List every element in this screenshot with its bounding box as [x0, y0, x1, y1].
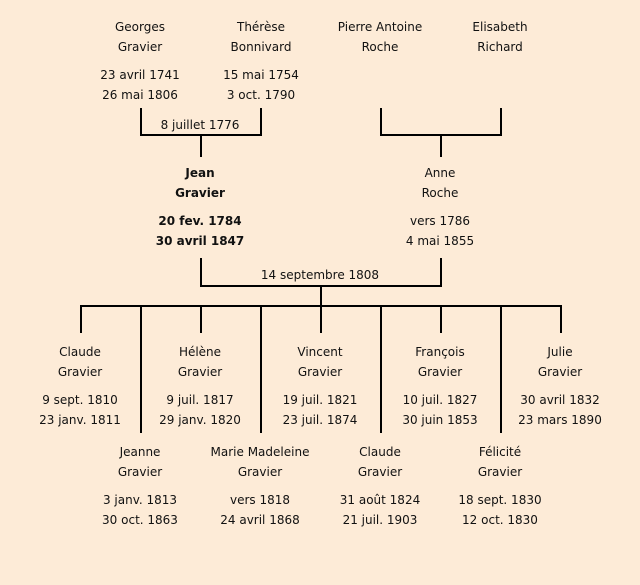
birth-date: 15 mai 1754	[223, 68, 299, 82]
person-vincent-gravier[interactable]: Vincent Gravier 19 juil. 1821 23 juil. 1…	[255, 342, 385, 430]
connector-line	[140, 108, 142, 136]
last-name: Gravier	[117, 40, 163, 54]
connector-line	[560, 305, 562, 333]
connector-line	[200, 258, 202, 287]
person-julie-gravier[interactable]: Julie Gravier 30 avril 1832 23 mars 1890	[495, 342, 625, 430]
connector-line	[80, 305, 82, 333]
death-date: 29 janv. 1820	[159, 413, 241, 427]
death-date: 23 juil. 1874	[282, 413, 358, 427]
marriage-date-parents: 14 septembre 1808	[260, 268, 380, 282]
person-claude-gravier-1810[interactable]: Claude Gravier 9 sept. 1810 23 janv. 181…	[15, 342, 145, 430]
last-name: Gravier	[417, 365, 463, 379]
connector-line	[140, 305, 142, 433]
first-name: Marie Madeleine	[210, 445, 310, 459]
last-name: Gravier	[237, 465, 283, 479]
death-date: 30 avril 1847	[155, 234, 245, 248]
death-date: 24 avril 1868	[220, 513, 300, 527]
first-name: Thérèse	[236, 20, 285, 34]
last-name: Gravier	[177, 365, 223, 379]
person-claude-gravier-1824[interactable]: Claude Gravier 31 août 1824 21 juil. 190…	[315, 442, 445, 530]
connector-line	[320, 285, 322, 307]
death-date: 12 oct. 1830	[462, 513, 538, 527]
person-francois-gravier[interactable]: François Gravier 10 juil. 1827 30 juin 1…	[375, 342, 505, 430]
first-name: Félicité	[478, 445, 522, 459]
marriage-date-paternal: 8 juillet 1776	[160, 118, 240, 132]
first-name: Elisabeth	[472, 20, 528, 34]
death-date: 23 mars 1890	[518, 413, 602, 427]
person-jean-gravier[interactable]: Jean Gravier 20 fev. 1784 30 avril 1847	[135, 163, 265, 251]
connector-line	[500, 108, 502, 136]
birth-date: 23 avril 1741	[100, 68, 180, 82]
person-elisabeth-richard[interactable]: Elisabeth Richard	[435, 17, 565, 57]
person-pierre-antoine-roche[interactable]: Pierre Antoine Roche	[315, 17, 445, 57]
last-name: Gravier	[537, 365, 583, 379]
connector-line	[380, 305, 382, 433]
person-marie-madeleine-gravier[interactable]: Marie Madeleine Gravier vers 1818 24 avr…	[195, 442, 325, 530]
last-name: Gravier	[117, 465, 163, 479]
first-name: Claude	[359, 445, 401, 459]
last-name: Bonnivard	[230, 40, 292, 54]
birth-date: 9 juil. 1817	[166, 393, 234, 407]
birth-date: 30 avril 1832	[520, 393, 600, 407]
last-name: Gravier	[175, 186, 225, 200]
death-date: 23 janv. 1811	[39, 413, 121, 427]
connector-line	[380, 108, 382, 136]
connector-line	[200, 134, 202, 157]
birth-date: 3 janv. 1813	[102, 493, 178, 507]
death-date: 30 oct. 1863	[102, 513, 178, 527]
first-name: Pierre Antoine	[337, 20, 423, 34]
birth-date: 18 sept. 1830	[458, 493, 542, 507]
person-anne-roche[interactable]: Anne Roche vers 1786 4 mai 1855	[375, 163, 505, 251]
last-name: Gravier	[357, 465, 403, 479]
connector-line	[440, 258, 442, 287]
last-name: Roche	[421, 186, 459, 200]
first-name: François	[415, 345, 465, 359]
last-name: Richard	[477, 40, 523, 54]
birth-date: vers 1818	[229, 493, 291, 507]
connector-line	[260, 108, 262, 136]
connector-line	[440, 134, 442, 157]
death-date: 21 juil. 1903	[342, 513, 418, 527]
first-name: Claude	[59, 345, 101, 359]
person-therese-bonnivard[interactable]: Thérèse Bonnivard 15 mai 1754 3 oct. 179…	[196, 17, 326, 105]
connector-line	[200, 305, 202, 333]
person-georges-gravier[interactable]: Georges Gravier 23 avril 1741 26 mai 180…	[75, 17, 205, 105]
first-name: Georges	[115, 20, 165, 34]
birth-date: 10 juil. 1827	[402, 393, 478, 407]
birth-date: vers 1786	[409, 214, 471, 228]
last-name: Gravier	[297, 365, 343, 379]
death-date: 26 mai 1806	[102, 88, 178, 102]
birth-date: 19 juil. 1821	[282, 393, 358, 407]
person-helene-gravier[interactable]: Hélène Gravier 9 juil. 1817 29 janv. 182…	[135, 342, 265, 430]
connector-line	[320, 305, 322, 333]
first-name: Jean	[185, 166, 215, 180]
connector-line	[260, 305, 262, 433]
birth-date: 20 fev. 1784	[158, 214, 242, 228]
first-name: Jeanne	[119, 445, 161, 459]
last-name: Gravier	[57, 365, 103, 379]
death-date: 30 juin 1853	[402, 413, 478, 427]
person-jeanne-gravier[interactable]: Jeanne Gravier 3 janv. 1813 30 oct. 1863	[75, 442, 205, 530]
first-name: Anne	[424, 166, 456, 180]
last-name: Roche	[361, 40, 399, 54]
first-name: Julie	[547, 345, 573, 359]
first-name: Vincent	[297, 345, 343, 359]
last-name: Gravier	[477, 465, 523, 479]
death-date: 3 oct. 1790	[226, 88, 296, 102]
connector-line	[440, 305, 442, 333]
first-name: Hélène	[178, 345, 222, 359]
connector-line	[500, 305, 502, 433]
birth-date: 31 août 1824	[339, 493, 421, 507]
death-date: 4 mai 1855	[405, 234, 475, 248]
person-felicite-gravier[interactable]: Félicité Gravier 18 sept. 1830 12 oct. 1…	[435, 442, 565, 530]
birth-date: 9 sept. 1810	[42, 393, 118, 407]
